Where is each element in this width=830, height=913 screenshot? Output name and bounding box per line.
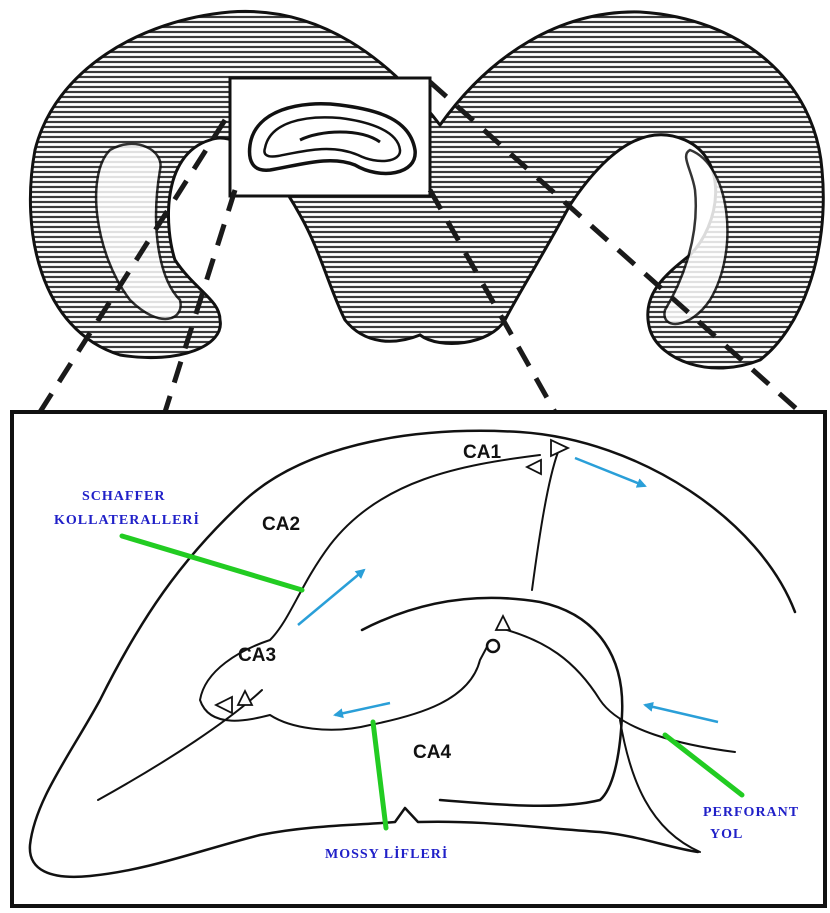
label-ca3: CA3 (238, 645, 276, 666)
label-perforant-line1: PERFORANT (703, 805, 799, 820)
label-schaffer-line1: SCHAFFER (82, 489, 165, 504)
granule-neuron-soma (487, 640, 499, 652)
label-schaffer-line2: KOLLATERALLERİ (54, 511, 200, 528)
zoom-region-box (230, 78, 430, 196)
label-ca4: CA4 (413, 742, 451, 763)
brain-section-sketch (30, 11, 823, 368)
label-mossy: MOSSY LİFLERİ (325, 845, 448, 862)
label-ca2: CA2 (262, 514, 300, 535)
enlarged-view-frame (12, 412, 825, 906)
label-ca1: CA1 (463, 442, 501, 463)
label-perforant-line2: YOL (710, 827, 743, 842)
